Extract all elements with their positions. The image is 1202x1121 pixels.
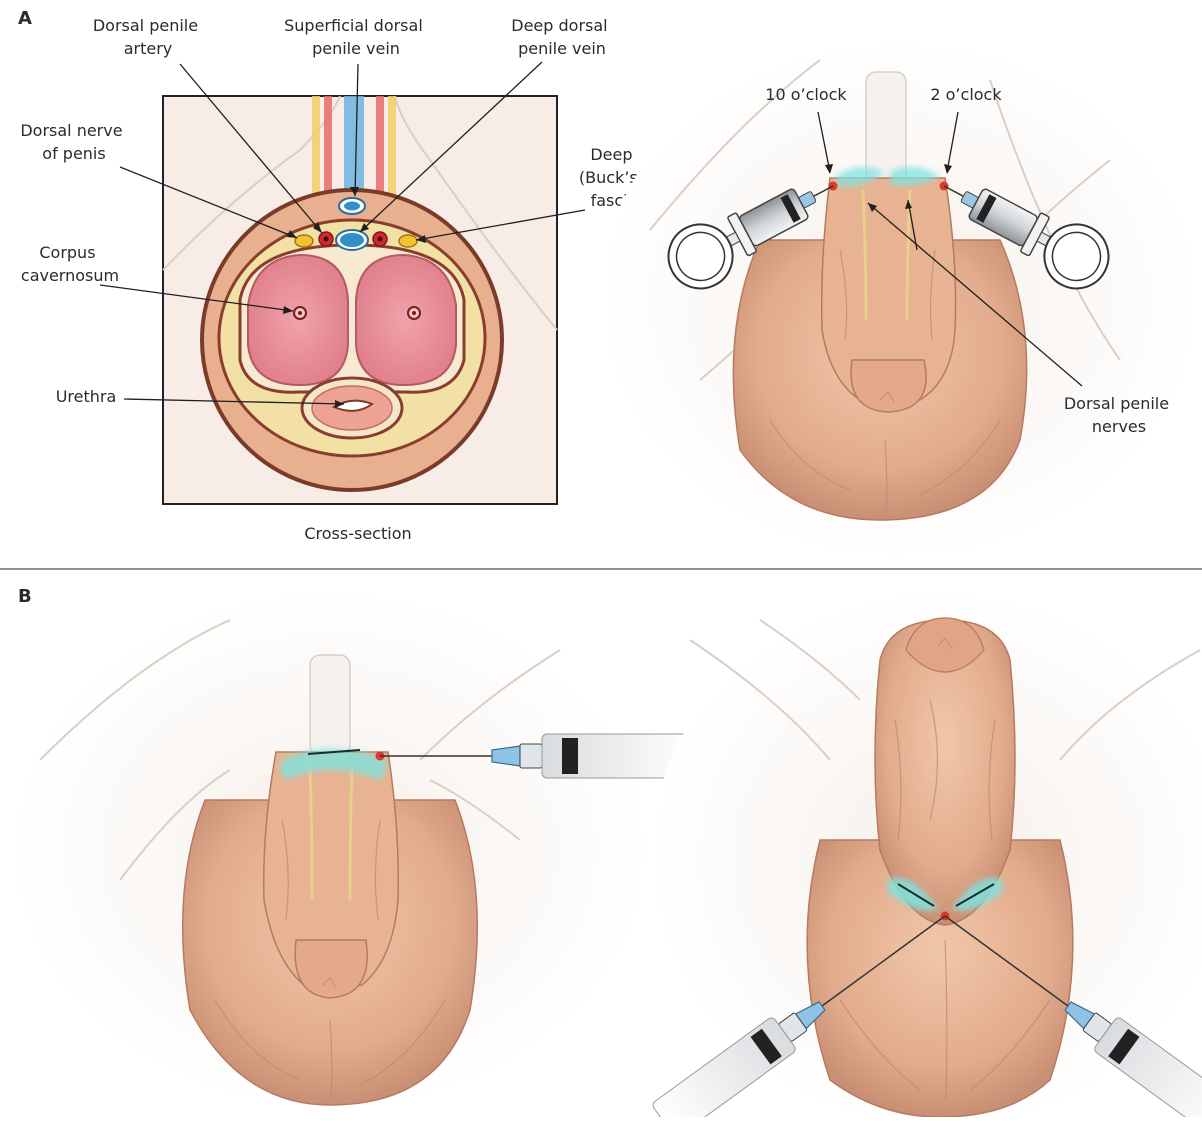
superficial-dorsal-vein <box>344 202 360 211</box>
corpus-cavernosum-left <box>248 255 348 385</box>
label-dorsal-nerve: Dorsal nerve of penis <box>20 121 127 163</box>
dorsal-nerve-right <box>399 235 417 247</box>
cross-section-caption: Cross-section <box>304 524 411 543</box>
label-dorsal-artery: Dorsal penile artery <box>93 16 203 58</box>
corpus-cavernosum-right <box>356 255 456 385</box>
label-superficial-dorsal-vein: Superficial dorsal penile vein <box>284 16 428 58</box>
ring-block-ventral-view <box>650 590 1202 1117</box>
label-urethra: Urethra <box>56 387 117 406</box>
panel-b-letter: B <box>18 586 32 607</box>
label-deep-dorsal-vein: Deep dorsal penile vein <box>511 16 612 58</box>
label-corpus-cavernosum: Corpus cavernosum <box>21 243 119 285</box>
dorsal-nerve-left <box>295 235 313 247</box>
label-10-oclock: 10 o’clock <box>765 85 847 104</box>
panel-a-letter: A <box>18 8 32 29</box>
dorsal-block-view: 10 o’clock 2 o’clock Dorsal penile nerve… <box>600 40 1200 560</box>
label-2-oclock: 2 o’clock <box>930 85 1002 104</box>
ring-block-dorsal-view <box>10 590 692 1110</box>
cross-section-diagram <box>163 96 557 504</box>
deep-dorsal-vein <box>340 233 364 247</box>
